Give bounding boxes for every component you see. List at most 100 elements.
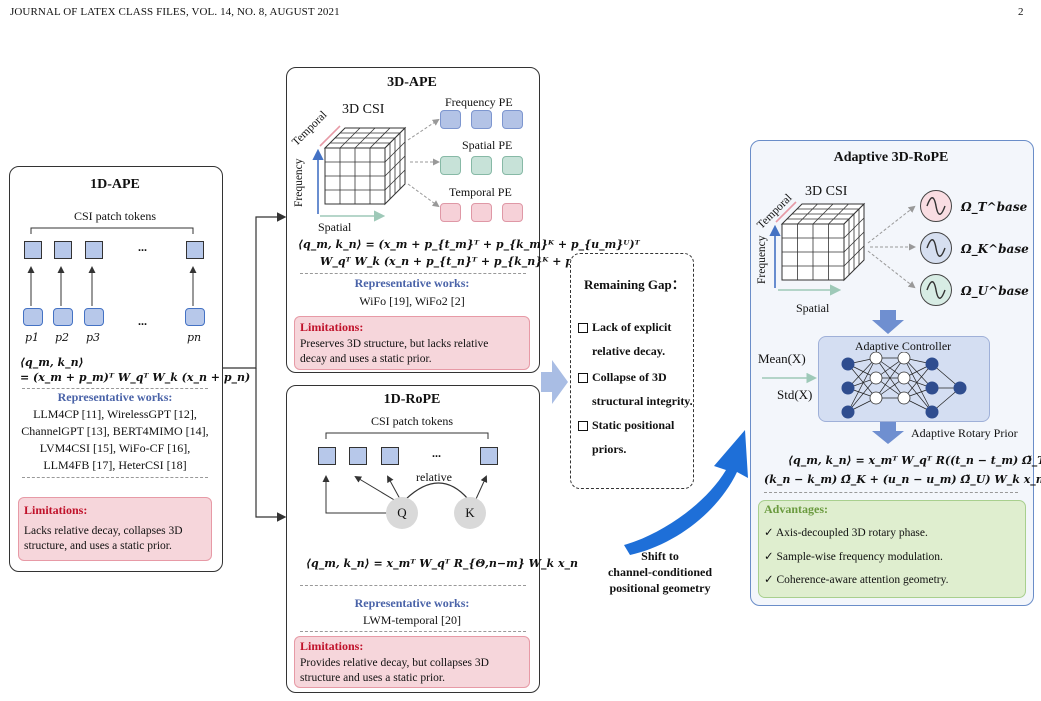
pe-dashed-arrows — [407, 118, 440, 208]
divider — [300, 585, 526, 586]
advantage-item: ✓ Coherence-aware attention geometry. — [764, 574, 949, 586]
panel-adaptive-title: Adaptive 3D-RoPE — [833, 150, 949, 165]
token-square — [349, 447, 367, 465]
tokens-label: CSI patch tokens — [371, 414, 453, 428]
remaining-gap-box — [570, 253, 694, 489]
pe-label-temporal: Temporal PE — [449, 185, 512, 199]
rotary-prior-label: Adaptive Rotary Prior — [911, 426, 1018, 440]
rope1d-formula: ⟨q_m, k_n⟩ = x_mᵀ W_qᵀ R_{Θ,n−m} W_k x_n — [306, 557, 578, 570]
rep-works-title: Representative works: — [57, 390, 173, 404]
neural-network-icon — [841, 352, 967, 419]
rep-works-line: LVM4CSI [15], WiFo-CF [16], — [39, 441, 191, 455]
rep-works-line: LWM-temporal [20] — [362, 613, 462, 627]
ape3d-formula-line1: ⟨q_m, k_n⟩ = (x_m + p_{t_m}ᵀ + p_{k_m}ᴷ … — [298, 238, 640, 251]
sine-wave-icon — [920, 190, 952, 222]
ellipsis: ... — [138, 314, 147, 328]
rep-works-line: ChannelGPT [13], BERT4MIMO [14], — [21, 424, 209, 438]
advantage-item: ✓ Sample-wise frequency modulation. — [764, 551, 943, 563]
ape3d-formula-line2: W_qᵀ W_k (x_n + p_{t_n}ᵀ + p_{k_n}ᴷ + p_… — [320, 255, 626, 268]
position-square — [84, 308, 104, 326]
omega-label: Ω_U^base — [961, 284, 1029, 298]
limitations-text: structure, and uses a static prior. — [24, 540, 172, 552]
remaining-gap-title: Remaining Gap： — [584, 277, 685, 292]
ellipsis: ... — [138, 240, 147, 254]
down-arrow — [872, 422, 904, 444]
csi-cube-3d-ape — [312, 125, 407, 222]
limitations-title: Limitations: — [300, 320, 364, 334]
panel-1d-rope-title: 1D-RoPE — [383, 392, 441, 407]
frequency-pe-block — [440, 110, 461, 129]
panel-1d-ape-title: 1D-APE — [90, 177, 140, 192]
spatial-pe-block — [440, 156, 461, 175]
omega-label: Ω_T^base — [961, 200, 1028, 214]
down-arrow — [872, 310, 904, 334]
limitations-title: Limitations: — [24, 503, 88, 517]
limitations-text: Lacks relative decay, collapses 3D — [24, 525, 183, 537]
axis-frequency-label: Frequency — [293, 158, 305, 207]
axis-spatial-label: Spatial — [796, 301, 830, 315]
sine-wave-icon — [920, 274, 952, 306]
spatial-pe-block — [502, 156, 523, 175]
limitations-title: Limitations: — [300, 639, 364, 653]
frequency-pe-block — [471, 110, 492, 129]
shift-label: positional geometry — [609, 581, 711, 595]
gap-item-text: Static positional — [592, 418, 675, 432]
p-label: p2 — [55, 331, 70, 344]
gap-item-cont: priors. — [592, 442, 627, 456]
axis-spatial-label: Spatial — [318, 220, 352, 234]
divider — [300, 273, 526, 274]
p-label: p3 — [86, 331, 101, 344]
p-label: pn — [187, 331, 202, 344]
journal-header: JOURNAL OF LATEX CLASS FILES, VOL. 14, N… — [10, 6, 340, 18]
limitations-text: structure and uses a static prior. — [300, 672, 445, 684]
rope3d-formula-line1: ⟨q_m, k_n⟩ = x_mᵀ W_qᵀ R((t_n − t_m) Ω̃_… — [788, 454, 1041, 467]
gap-item: Static positional — [578, 414, 674, 436]
checkbox-icon — [578, 421, 588, 432]
page-number: 2 — [1018, 6, 1024, 18]
omega-label: Ω_K^base — [961, 242, 1029, 256]
advantages-title: Advantages: — [764, 502, 829, 516]
gap-item-cont: relative decay. — [592, 344, 666, 358]
temporal-pe-block — [471, 203, 492, 222]
controller-label: Adaptive Controller — [854, 339, 952, 353]
rep-works-line: LLM4FB [17], HeterCSI [18] — [43, 458, 187, 472]
csi-cube-adaptive — [769, 201, 866, 296]
gap-item-text: Lack of explicit — [592, 320, 672, 334]
token-square — [318, 447, 336, 465]
rope1d-token-diagram — [322, 432, 489, 529]
spatial-pe-block — [471, 156, 492, 175]
token-square — [24, 241, 42, 259]
csi-label: 3D CSI — [342, 102, 385, 117]
divider — [764, 492, 1018, 493]
panel-3d-ape-title: 3D-APE — [387, 75, 437, 90]
position-square — [23, 308, 43, 326]
mean-label: Mean(X) — [758, 351, 806, 366]
token-square — [54, 241, 72, 259]
temporal-pe-block — [440, 203, 461, 222]
rope3d-formula-line2: (k_n − k_m) Ω̃_K + (u_n − u_m) Ω̃_U) W_k… — [764, 473, 1041, 486]
shift-label: Shift to — [641, 549, 679, 563]
limitations-box — [18, 497, 212, 561]
token-square — [480, 447, 498, 465]
pe-label-frequency: Frequency PE — [445, 95, 513, 109]
std-label: Std(X) — [777, 387, 813, 402]
ape1d-formula-line2: = (x_m + p_m)ᵀ W_qᵀ W_k (x_n + p_n) — [20, 371, 251, 384]
token-square — [381, 447, 399, 465]
token-square — [85, 241, 103, 259]
limitations-box — [294, 316, 530, 370]
axis-frequency-label: Frequency — [756, 235, 768, 284]
shift-arrow — [624, 430, 748, 555]
q-label: Q — [397, 505, 407, 520]
temporal-pe-block — [502, 203, 523, 222]
rep-works-line: LLM4CP [11], WirelessGPT [12], — [33, 407, 197, 421]
rep-works-line: WiFo [19], WiFo2 [2] — [359, 294, 465, 308]
ape1d-formula-line1: ⟨q_m, k_n⟩ — [20, 356, 84, 369]
position-square — [185, 308, 205, 326]
gap-item: Collapse of 3D — [578, 366, 667, 388]
advantage-item: ✓ Axis-decoupled 3D rotary phase. — [764, 527, 928, 539]
limitations-text: Provides relative decay, but collapses 3… — [300, 657, 489, 669]
position-square — [53, 308, 73, 326]
limitations-text: decay and uses a static prior. — [300, 353, 432, 365]
omega-dashed-arrows — [867, 205, 916, 289]
